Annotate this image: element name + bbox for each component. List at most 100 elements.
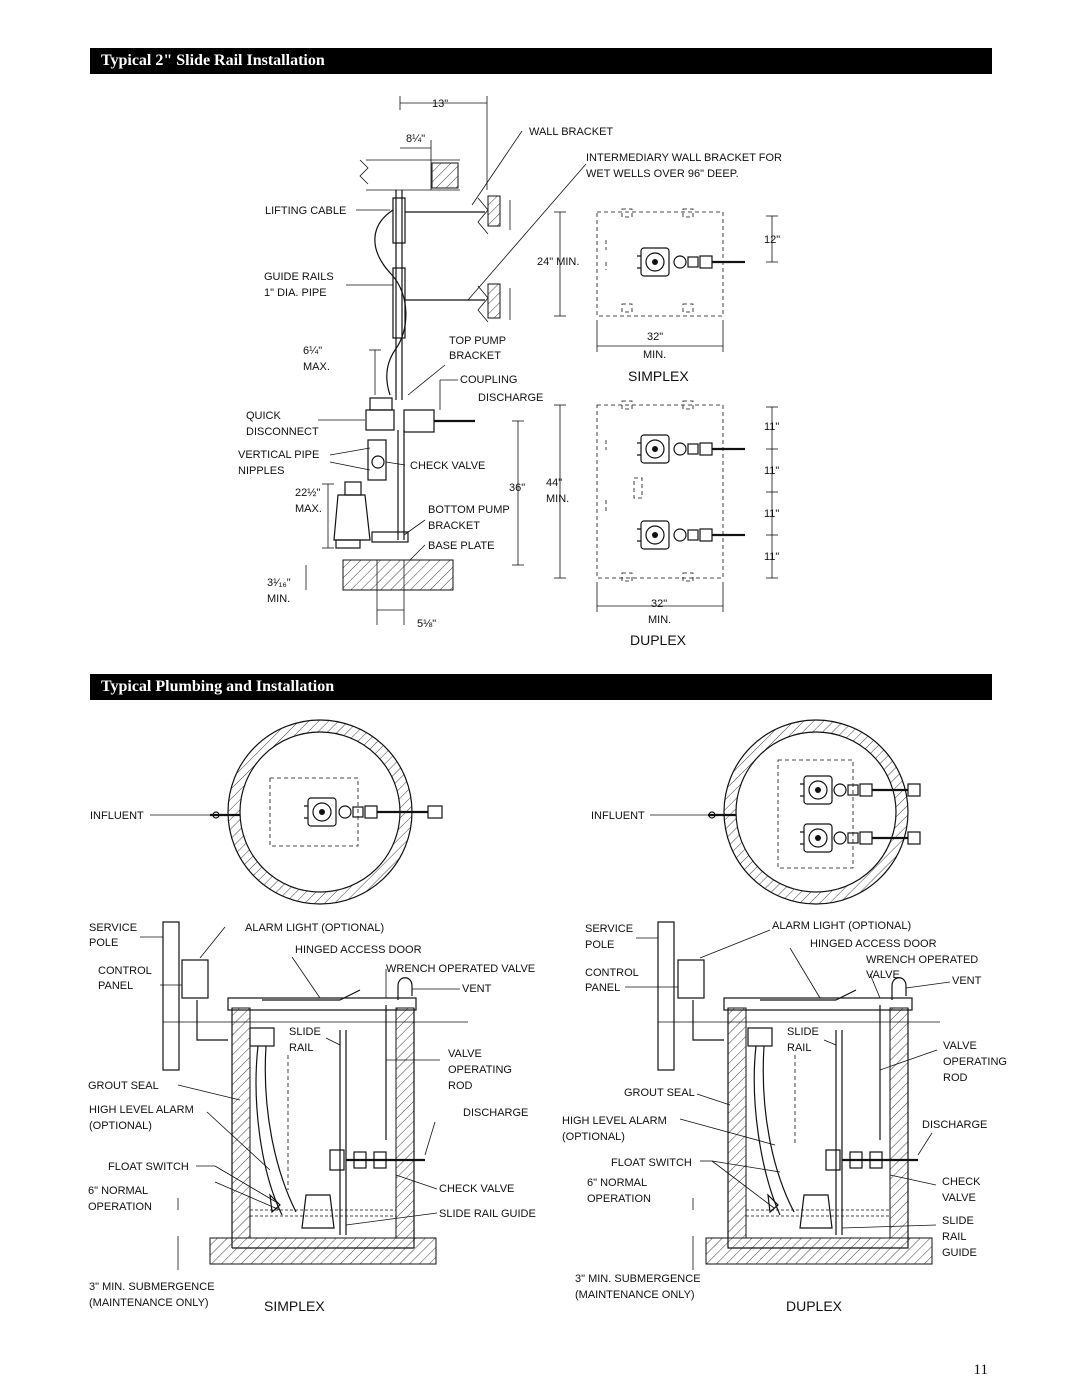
- dim-5-125: 5⅛": [417, 618, 436, 630]
- wall-bracket-label: WALL BRACKET: [529, 126, 613, 138]
- dim-6-max: MAX.: [303, 361, 330, 373]
- base-plate-label: BASE PLATE: [428, 540, 494, 552]
- simplex-guide-label: SLIDE RAIL GUIDE: [439, 1208, 536, 1220]
- duplex-service-label-2: POLE: [585, 939, 614, 951]
- simplex-slide-label-1: SLIDE: [289, 1026, 321, 1038]
- duplex-check-label-2: VALVE: [942, 1192, 976, 1204]
- duplex-basin-label: DUPLEX: [786, 1298, 843, 1314]
- duplex-control-label-1: CONTROL: [585, 967, 639, 979]
- duplex-high-label-2: (OPTIONAL): [562, 1131, 625, 1143]
- check-valve-label: CHECK VALVE: [410, 460, 485, 472]
- duplex-service-label-1: SERVICE: [585, 923, 633, 935]
- simplex-service-label-1: SERVICE: [89, 922, 137, 934]
- dim-3-16: 3¹⁄₁₆": [267, 577, 291, 589]
- duplex-normal-label-1: 6" NORMAL: [587, 1177, 647, 1189]
- dim-32-simplex: 32": [647, 331, 663, 343]
- simplex-check-label: CHECK VALVE: [439, 1183, 514, 1195]
- dim-22-max: MAX.: [295, 503, 322, 515]
- quick-label-1: QUICK: [246, 410, 282, 422]
- dim-13: 13": [432, 98, 448, 110]
- dim-24: 24" MIN.: [537, 256, 579, 268]
- duplex-influent-label: INFLUENT: [591, 810, 645, 822]
- simplex-wrench-label: WRENCH OPERATED VALVE: [386, 963, 535, 975]
- simplex-control-label-2: PANEL: [98, 980, 133, 992]
- duplex-grout-label: GROUT SEAL: [624, 1087, 695, 1099]
- slide-rail-labels: 13" 8¼" WALL BRACKET INTERMEDIARY WALL B…: [238, 98, 782, 630]
- simplex-vent-label: VENT: [462, 983, 492, 995]
- dim-32-duplex: 32": [651, 598, 667, 610]
- dim-12: 12": [764, 234, 780, 246]
- intermediary-label-1: INTERMEDIARY WALL BRACKET FOR: [586, 152, 782, 164]
- simplex-basin-labels: INFLUENT SERVICE POLE ALARM LIGHT (OPTIO…: [88, 810, 536, 1314]
- simplex-influent-label: INFLUENT: [90, 810, 144, 822]
- section-title-plumbing: Typical Plumbing and Installation: [90, 674, 992, 700]
- duplex-sub-label-1: 3" MIN. SUBMERGENCE: [575, 1273, 701, 1285]
- dim-44-min: MIN.: [546, 493, 569, 505]
- page-number: 11: [973, 1362, 988, 1378]
- dim-36: 36": [509, 482, 525, 494]
- quick-label-2: DISCONNECT: [246, 426, 319, 438]
- simplex-basin-diagram: [140, 719, 468, 1270]
- simplex-float-label: FLOAT SWITCH: [108, 1161, 189, 1173]
- simplex-alarm-label: ALARM LIGHT (OPTIONAL): [245, 922, 384, 934]
- dim-11-c: 11": [764, 508, 779, 520]
- duplex-valve-label-3: ROD: [943, 1072, 968, 1084]
- simplex-normal-label-2: OPERATION: [88, 1201, 152, 1213]
- intermediary-label-2: WET WELLS OVER 96" DEEP.: [586, 168, 739, 180]
- slide-rail-elevation: [305, 96, 587, 625]
- duplex-slide-label-1: SLIDE: [787, 1026, 819, 1038]
- dim-11-b: 11": [764, 465, 779, 477]
- duplex-basin-labels: INFLUENT SERVICE POLE ALARM LIGHT (OPTIO…: [562, 810, 1007, 1314]
- duplex-hinged-label: HINGED ACCESS DOOR: [810, 938, 937, 950]
- vertical-label-1: VERTICAL PIPE: [238, 449, 319, 461]
- duplex-wrench-label-1: WRENCH OPERATED: [866, 954, 978, 966]
- top-pump-label-1: TOP PUMP: [449, 335, 506, 347]
- dim-8-25: 8¼": [406, 133, 425, 145]
- simplex-slide-label-2: RAIL: [289, 1042, 313, 1054]
- duplex-wrench-label-2: VALVE: [866, 969, 900, 981]
- duplex-check-label-1: CHECK: [942, 1176, 981, 1188]
- coupling-label: COUPLING: [460, 374, 517, 386]
- dim-11-a: 11": [764, 421, 779, 433]
- simplex-basin-label: SIMPLEX: [264, 1298, 325, 1314]
- simplex-valve-label-1: VALVE: [448, 1048, 482, 1060]
- dim-6-25: 6¼": [303, 345, 322, 357]
- duplex-guide-label-1: SLIDE: [942, 1215, 974, 1227]
- simplex-plan-labels: 12" 24" MIN. 32" MIN. SIMPLEX: [537, 234, 780, 384]
- bottom-pump-label-1: BOTTOM PUMP: [428, 504, 510, 516]
- dim-min-duplex: MIN.: [648, 614, 671, 626]
- guide-rails-label-1: GUIDE RAILS: [264, 271, 334, 283]
- guide-rails-label-2: 1" DIA. PIPE: [264, 287, 327, 299]
- simplex-high-label-2: (OPTIONAL): [89, 1120, 152, 1132]
- duplex-float-label: FLOAT SWITCH: [611, 1157, 692, 1169]
- simplex-hinged-label: HINGED ACCESS DOOR: [295, 944, 422, 956]
- duplex-slide-label-2: RAIL: [787, 1042, 811, 1054]
- simplex-normal-label-1: 6" NORMAL: [88, 1185, 148, 1197]
- dim-11-d: 11": [764, 551, 779, 563]
- simplex-sub-label-2: (MAINTENANCE ONLY): [89, 1297, 209, 1309]
- simplex-plan-diagram: [554, 208, 778, 352]
- duplex-guide-label-2: RAIL: [942, 1231, 966, 1243]
- lifting-cable-label: LIFTING CABLE: [265, 205, 346, 217]
- dim-3-min: MIN.: [267, 593, 290, 605]
- duplex-sub-label-2: (MAINTENANCE ONLY): [575, 1289, 695, 1301]
- dim-44: 44": [546, 477, 562, 489]
- duplex-valve-label-2: OPERATING: [943, 1056, 1007, 1068]
- duplex-valve-label-1: VALVE: [943, 1040, 977, 1052]
- duplex-plan-labels: 11" 11" 11" 11" 44" MIN. 32" MIN. DUPLEX: [546, 421, 779, 648]
- simplex-high-label-1: HIGH LEVEL ALARM: [89, 1104, 194, 1116]
- duplex-normal-label-2: OPERATION: [587, 1193, 651, 1205]
- simplex-grout-label: GROUT SEAL: [88, 1080, 159, 1092]
- simplex-discharge-label: DISCHARGE: [463, 1107, 528, 1119]
- simplex-sub-label-1: 3" MIN. SUBMERGENCE: [89, 1281, 215, 1293]
- vertical-label-2: NIPPLES: [238, 465, 284, 477]
- duplex-discharge-label: DISCHARGE: [922, 1119, 987, 1131]
- section-title-slide-rail: Typical 2" Slide Rail Installation: [90, 48, 992, 74]
- top-pump-label-2: BRACKET: [449, 350, 501, 362]
- discharge-label: DISCHARGE: [478, 392, 543, 404]
- simplex-valve-label-3: ROD: [448, 1080, 473, 1092]
- duplex-high-label-1: HIGH LEVEL ALARM: [562, 1115, 667, 1127]
- duplex-plan-label: DUPLEX: [630, 632, 687, 648]
- duplex-vent-label: VENT: [952, 975, 982, 987]
